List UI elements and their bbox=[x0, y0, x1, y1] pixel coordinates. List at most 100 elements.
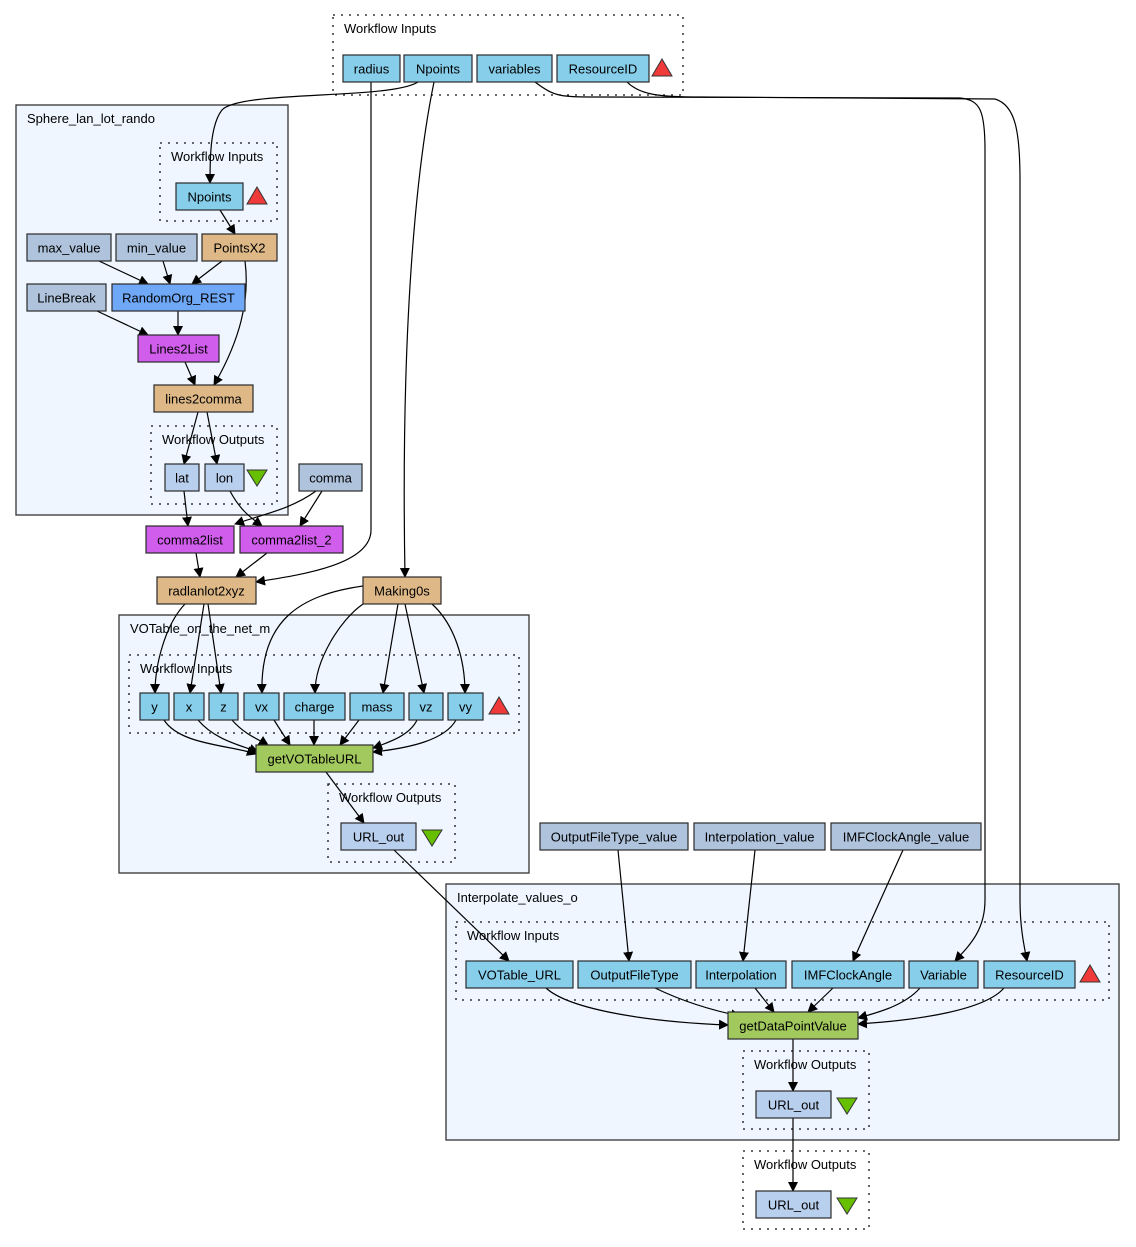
node-i-interpolation[interactable]: Interpolation bbox=[695, 960, 787, 989]
constant-box[interactable] bbox=[539, 822, 689, 851]
node-pointsx2[interactable]: PointsX2 bbox=[201, 233, 278, 262]
input-port-box[interactable] bbox=[556, 54, 650, 83]
output-port-box[interactable] bbox=[340, 822, 417, 851]
edge-OutputFileType_value-to-i_OutputFileType bbox=[617, 849, 634, 962]
node-s-npoints[interactable]: Npoints bbox=[175, 182, 244, 211]
input-port-box[interactable] bbox=[173, 692, 205, 721]
node-label: comma2list bbox=[157, 533, 223, 548]
node-comma[interactable]: comma bbox=[298, 463, 363, 492]
node-label: RandomOrg_REST bbox=[122, 291, 235, 306]
node-v-y[interactable]: y bbox=[139, 692, 170, 721]
local-box[interactable] bbox=[137, 334, 220, 363]
node-min-value[interactable]: min_value bbox=[115, 233, 198, 262]
beanshell-box[interactable] bbox=[201, 233, 278, 262]
node-label: x bbox=[186, 700, 193, 715]
node-v-url-out[interactable]: URL_out bbox=[340, 822, 417, 851]
node-label: Lines2List bbox=[149, 342, 208, 357]
node-variables[interactable]: variables bbox=[476, 54, 553, 83]
node-label: OutputFileType bbox=[590, 968, 678, 983]
node-i-outputfiletype[interactable]: OutputFileType bbox=[577, 960, 692, 989]
local-box[interactable] bbox=[145, 525, 235, 554]
node-label: URL_out bbox=[353, 830, 405, 845]
node-v-charge[interactable]: charge bbox=[283, 692, 346, 721]
node-v-mass[interactable]: mass bbox=[349, 692, 405, 721]
input-port-box[interactable] bbox=[908, 960, 979, 989]
node-comma2list[interactable]: comma2list bbox=[145, 525, 235, 554]
cluster-votable-outputs: Workflow Outputs bbox=[327, 783, 456, 863]
beanshell-box[interactable] bbox=[156, 576, 257, 605]
node-lat[interactable]: lat bbox=[164, 463, 200, 492]
output-port-box[interactable] bbox=[164, 463, 200, 492]
node-outputfiletype-value[interactable]: OutputFileType_value bbox=[539, 822, 689, 851]
node-linebreak[interactable]: LineBreak bbox=[26, 283, 107, 312]
node-randomorg-rest[interactable]: RandomOrg_REST bbox=[111, 283, 246, 312]
local-box[interactable] bbox=[239, 525, 344, 554]
edge-radlanlot2xyz-to-v_y bbox=[150, 603, 186, 694]
node-i-url-out[interactable]: URL_out bbox=[755, 1090, 832, 1119]
constant-box[interactable] bbox=[693, 822, 826, 851]
node-label: URL_out bbox=[768, 1198, 820, 1213]
input-port-box[interactable] bbox=[577, 960, 692, 989]
input-port-box[interactable] bbox=[465, 960, 574, 989]
node-v-z[interactable]: z bbox=[208, 692, 239, 721]
node-radius[interactable]: radius bbox=[342, 54, 401, 83]
node-label: Npoints bbox=[187, 190, 232, 205]
node-v-vy[interactable]: vy bbox=[447, 692, 484, 721]
node-i-imfclockangle[interactable]: IMFClockAngle bbox=[791, 960, 905, 989]
constant-box[interactable] bbox=[830, 822, 982, 851]
node-imfclockangle-value[interactable]: IMFClockAngle_value bbox=[830, 822, 982, 851]
edge-radlanlot2xyz-to-v_z bbox=[207, 603, 225, 694]
output-port-box[interactable] bbox=[755, 1190, 832, 1219]
node-getdatapointvalue[interactable]: getDataPointValue bbox=[727, 1011, 859, 1040]
node-making0s[interactable]: Making0s bbox=[362, 576, 442, 605]
node-lon[interactable]: lon bbox=[204, 463, 245, 492]
node-radlanlot2xyz[interactable]: radlanlot2xyz bbox=[156, 576, 257, 605]
constant-box[interactable] bbox=[26, 233, 112, 262]
input-port-box[interactable] bbox=[476, 54, 553, 83]
node-lines2comma[interactable]: lines2comma bbox=[153, 384, 254, 413]
edge-Npoints-to-Making0s bbox=[399, 81, 435, 578]
node-i-votable-url[interactable]: VOTable_URL bbox=[465, 960, 574, 989]
output-port-box[interactable] bbox=[755, 1090, 832, 1119]
node-getvotableurl[interactable]: getVOTableURL bbox=[255, 744, 374, 773]
node-v-x[interactable]: x bbox=[173, 692, 205, 721]
input-port-box[interactable] bbox=[695, 960, 787, 989]
input-port-box[interactable] bbox=[983, 960, 1076, 989]
wsdl-box[interactable] bbox=[727, 1011, 859, 1040]
node-url-out[interactable]: URL_out bbox=[755, 1190, 832, 1219]
constant-box[interactable] bbox=[298, 463, 363, 492]
input-triangle-icon bbox=[246, 186, 268, 205]
edge-Making0s-to-v_mass bbox=[379, 603, 399, 694]
beanshell-box[interactable] bbox=[153, 384, 254, 413]
node-interpolation-value[interactable]: Interpolation_value bbox=[693, 822, 826, 851]
input-port-box[interactable] bbox=[283, 692, 346, 721]
input-port-box[interactable] bbox=[403, 54, 473, 83]
input-port-box[interactable] bbox=[791, 960, 905, 989]
input-port-box[interactable] bbox=[139, 692, 170, 721]
constant-box[interactable] bbox=[115, 233, 198, 262]
node-max-value[interactable]: max_value bbox=[26, 233, 112, 262]
input-port-box[interactable] bbox=[408, 692, 444, 721]
rest-box[interactable] bbox=[111, 283, 246, 312]
constant-box[interactable] bbox=[26, 283, 107, 312]
input-port-box[interactable] bbox=[447, 692, 484, 721]
edge-Lines2List-to-lines2comma bbox=[184, 361, 196, 386]
input-port-box[interactable] bbox=[175, 182, 244, 211]
wsdl-box[interactable] bbox=[255, 744, 374, 773]
input-port-box[interactable] bbox=[342, 54, 401, 83]
node-lines2list[interactable]: Lines2List bbox=[137, 334, 220, 363]
node-i-resourceid[interactable]: ResourceID bbox=[983, 960, 1076, 989]
node-label: min_value bbox=[127, 241, 186, 256]
input-port-box[interactable] bbox=[208, 692, 239, 721]
node-resourceid[interactable]: ResourceID bbox=[556, 54, 650, 83]
input-port-box[interactable] bbox=[349, 692, 405, 721]
node-v-vz[interactable]: vz bbox=[408, 692, 444, 721]
output-port-box[interactable] bbox=[204, 463, 245, 492]
node-npoints[interactable]: Npoints bbox=[403, 54, 473, 83]
node-i-variable[interactable]: Variable bbox=[908, 960, 979, 989]
node-v-vx[interactable]: vx bbox=[243, 692, 280, 721]
beanshell-box[interactable] bbox=[362, 576, 442, 605]
input-port-box[interactable] bbox=[243, 692, 280, 721]
edge-Interpolation_value-to-i_Interpolation bbox=[738, 849, 756, 962]
node-comma2list-2[interactable]: comma2list_2 bbox=[239, 525, 344, 554]
